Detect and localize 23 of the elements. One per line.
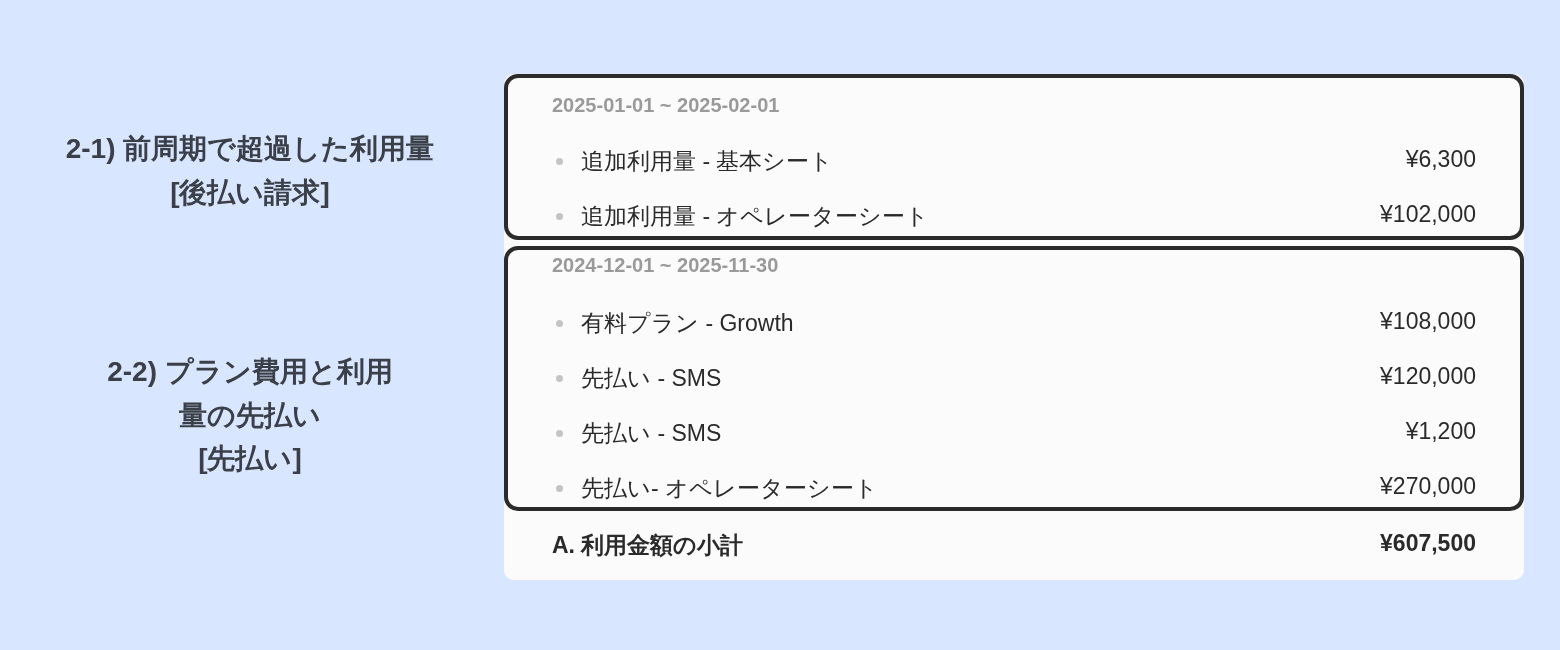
amount: ¥120,000	[1380, 363, 1476, 390]
date-range: 2024-12-01 ~ 2025-11-30	[552, 254, 779, 277]
item-name: 有料プラン - Growth	[581, 309, 794, 338]
section-label: [先払い]	[197, 442, 303, 476]
summary-card	[504, 74, 1524, 580]
billing-group-box	[504, 246, 1524, 511]
item-name: 追加利用量 - オペレーターシート	[581, 202, 930, 231]
section-label: [後払い請求]	[169, 176, 331, 210]
billing-group-box	[504, 74, 1524, 240]
amount: ¥108,000	[1380, 308, 1476, 335]
amount: ¥102,000	[1380, 201, 1476, 228]
subtotal-amount: ¥607,500	[1380, 530, 1476, 557]
item-name: 先払い - SMS	[581, 419, 722, 448]
amount: ¥270,000	[1380, 473, 1476, 500]
item-name: 追加利用量 - 基本シート	[581, 147, 834, 176]
section-label: 2-2) プラン費用と利用量の先払い	[106, 355, 394, 433]
item-name: 先払い- オペレーターシート	[581, 474, 879, 503]
amount: ¥6,300	[1405, 146, 1476, 173]
item-name: 先払い - SMS	[581, 364, 722, 393]
amount: ¥1,200	[1405, 418, 1476, 445]
date-range: 2025-01-01 ~ 2025-02-01	[552, 94, 780, 117]
section-label: 2-1) 前周期で超過した利用量	[64, 132, 436, 166]
subtotal-label: A. 利用金額の小計	[552, 531, 744, 560]
